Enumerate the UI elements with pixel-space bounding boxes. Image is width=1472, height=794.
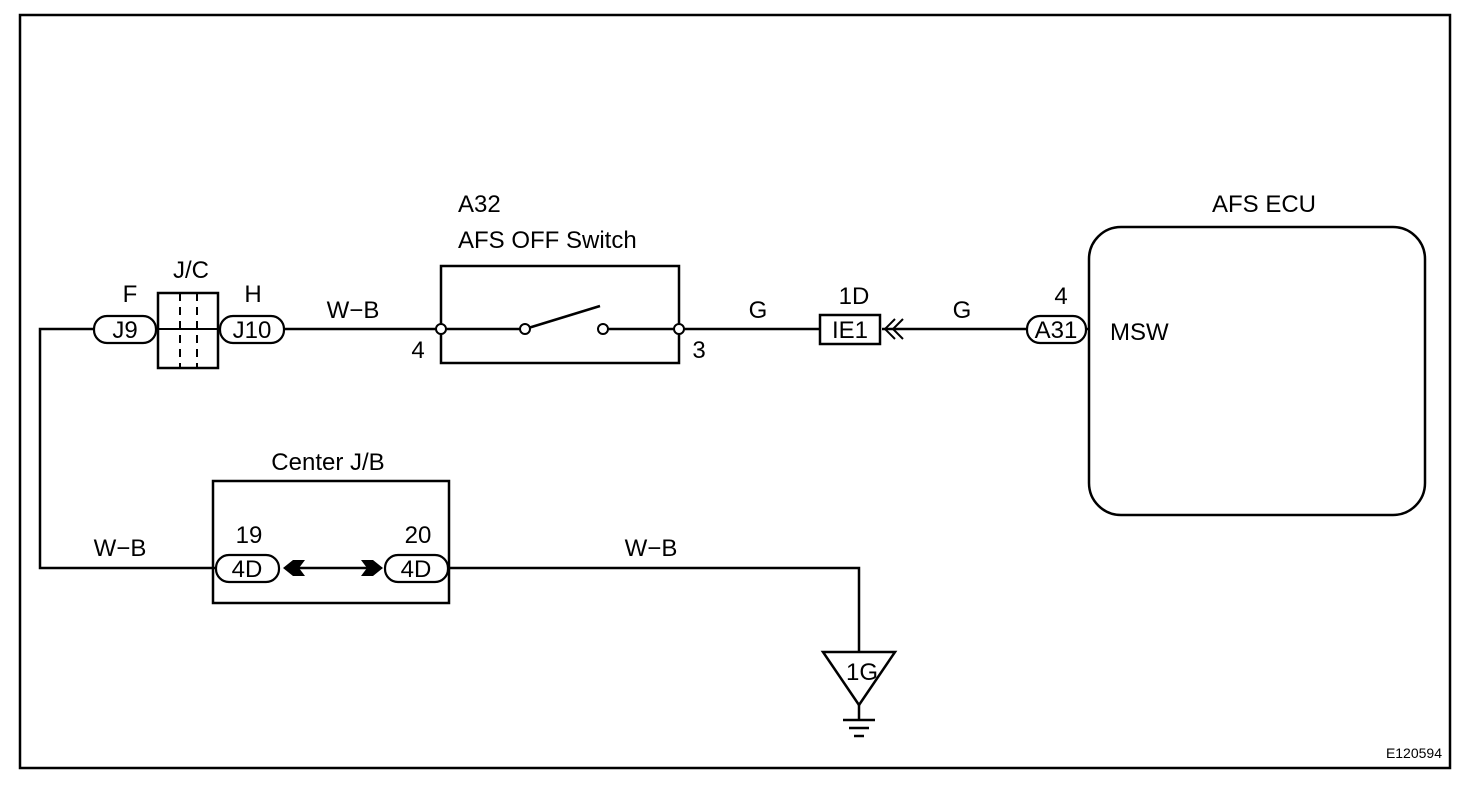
wire-label-jc-switch: W−B — [327, 297, 380, 324]
ecu-box — [1087, 225, 1427, 517]
connector-j9 — [92, 314, 158, 345]
ground-code: 1G — [846, 659, 878, 686]
junction-pin: 1D — [839, 283, 870, 310]
jc-label: J/C — [173, 257, 209, 284]
jb-box — [211, 479, 451, 605]
diagram-frame — [18, 13, 1452, 770]
wire-label-switch-junction: G — [749, 297, 768, 324]
figure-id: E120594 — [1386, 745, 1442, 761]
jb-arrow-left — [283, 560, 305, 576]
a31-label: A31 — [1035, 317, 1078, 344]
jc-right-pin: H — [244, 281, 261, 308]
wires — [38, 304, 1089, 720]
center-jb: Center J/B 19 20 4D 4D — [211, 449, 451, 605]
connector-j10 — [218, 314, 286, 345]
connector-4d-left — [214, 553, 281, 584]
connector-ie1 — [818, 313, 882, 346]
wire-label-jb-ground: W−B — [625, 535, 678, 562]
switch-name: AFS OFF Switch — [458, 227, 637, 254]
connector-a31 — [1025, 314, 1088, 345]
switch-pin-4 — [435, 323, 447, 335]
jc-block: J/C F H J9 J10 — [92, 257, 286, 370]
afs-off-switch: A32 AFS OFF Switch 4 3 — [411, 191, 706, 365]
jb-right-conn-label: 4D — [401, 556, 432, 583]
ground-triangle — [820, 650, 898, 708]
switch-pin-out-label: 3 — [692, 337, 705, 364]
switch-box — [439, 264, 681, 365]
ie1-label: IE1 — [832, 317, 868, 344]
switch-contact-right — [597, 323, 609, 335]
switch-pin-in-label: 4 — [411, 337, 424, 364]
switch-contact-left — [519, 323, 531, 335]
ground-1g: 1G — [820, 650, 898, 738]
jb-right-pin: 20 — [405, 522, 432, 549]
switch-blade — [524, 304, 601, 331]
connector-4d-right — [383, 553, 450, 584]
ecu-terminal: MSW — [1110, 319, 1169, 346]
jb-left-pin: 19 — [236, 522, 263, 549]
afs-ecu: AFS ECU 4 A31 MSW — [1025, 191, 1427, 517]
jc-box — [156, 291, 220, 370]
wire-label-left-jb: W−B — [94, 535, 147, 562]
switch-pin-3 — [673, 323, 685, 335]
wire-jb-to-ground — [449, 566, 861, 652]
switch-code: A32 — [458, 191, 501, 218]
jb-name: Center J/B — [271, 449, 384, 476]
junction-arrow-2 — [891, 318, 904, 340]
j10-label: J10 — [233, 317, 272, 344]
junction-ie1: 1D IE1 — [818, 283, 904, 346]
jb-arrow-right — [361, 560, 383, 576]
ecu-name: AFS ECU — [1212, 191, 1316, 218]
jc-left-pin: F — [123, 281, 138, 308]
j9-label: J9 — [112, 317, 137, 344]
wire-left-loop — [38, 327, 216, 570]
wire-label-junction-ecu: G — [953, 297, 972, 324]
jb-left-conn-label: 4D — [232, 556, 263, 583]
junction-arrow-1 — [883, 318, 896, 340]
ecu-pin: 4 — [1054, 283, 1067, 310]
